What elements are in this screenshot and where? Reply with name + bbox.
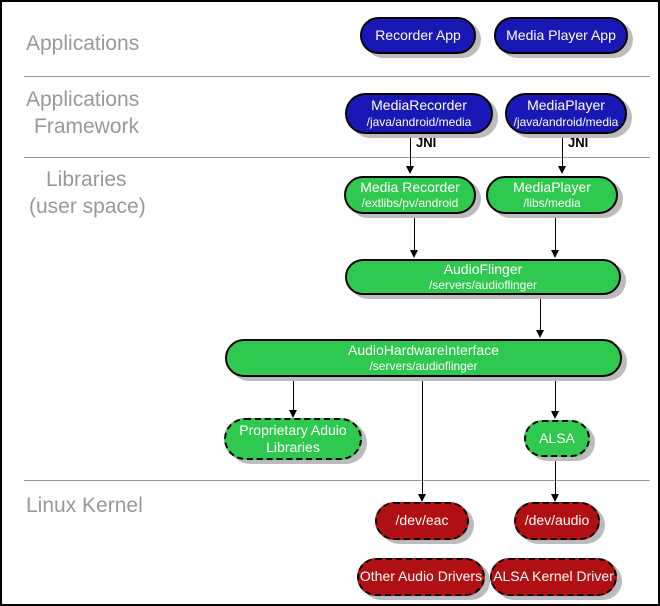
- connector-alsa-devaudio-line: [555, 457, 556, 495]
- node-title: AudioHardwareInterface: [348, 341, 499, 358]
- node-media-recorder-library: Media Recorder /extlibs/pv/android: [344, 176, 476, 214]
- layer-label-line2: (user space): [29, 195, 146, 218]
- connector-mediaplayer-audioflinger-line: [555, 214, 556, 251]
- node-subtitle: /java/android/media: [366, 114, 472, 129]
- arrowhead-icon: [551, 250, 559, 258]
- node-audio-hardware-interface: AudioHardwareInterface /servers/audiofli…: [225, 339, 622, 377]
- node-subtitle: /java/android/media: [513, 114, 619, 129]
- node-mediaplayer-framework: MediaPlayer /java/android/media: [505, 93, 627, 134]
- node-title: AudioFlinger: [443, 260, 523, 277]
- node-media-player-app: Media Player App: [494, 17, 628, 54]
- connector-audioflinger-ahi-line: [540, 295, 541, 332]
- connector-mediarecorder-jni-line: [410, 134, 411, 167]
- node-other-audio-drivers: Other Audio Drivers: [357, 558, 485, 596]
- layer-label-applications: Applications: [26, 32, 140, 55]
- connector-ahi-proprietary-line: [293, 377, 294, 412]
- arrowhead-icon: [289, 410, 297, 418]
- node-title: Media Player App: [506, 26, 616, 43]
- layer-label-line1: Libraries: [46, 168, 127, 191]
- layer-label-line2: Framework: [34, 115, 140, 138]
- arrowhead-icon: [558, 166, 566, 174]
- divider-kernel: [24, 480, 650, 481]
- arrowhead-icon: [418, 494, 426, 502]
- node-title: MediaRecorder: [371, 97, 467, 114]
- node-proprietary-audio-libraries: Proprietary Aduio Libraries: [224, 418, 362, 460]
- arrowhead-icon: [536, 330, 544, 338]
- connector-ahi-alsa-line: [555, 377, 556, 413]
- node-title: ALSA Kernel Driver: [493, 568, 614, 585]
- node-subtitle: /servers/audioflinger: [428, 278, 538, 293]
- node-title: Proprietary Aduio: [239, 421, 347, 438]
- layer-label-line1: Applications: [26, 88, 140, 111]
- layer-label-linux-kernel: Linux Kernel: [26, 494, 143, 517]
- connector-mediarecorder-audioflinger-line: [414, 214, 415, 251]
- arrowhead-icon: [551, 411, 559, 419]
- jni-label-right: JNI: [568, 135, 589, 150]
- node-title: /dev/eac: [395, 512, 449, 529]
- node-audioflinger: AudioFlinger /servers/audioflinger: [345, 259, 621, 295]
- node-dev-eac: /dev/eac: [375, 502, 469, 540]
- layer-label-libraries: Libraries (user space): [29, 166, 146, 220]
- divider-framework: [24, 157, 650, 158]
- node-title: /dev/audio: [524, 512, 590, 529]
- node-mediaplayer-library: MediaPlayer /libs/media: [486, 176, 618, 214]
- node-subtitle: /servers/audioflinger: [369, 359, 478, 374]
- arrowhead-icon: [551, 494, 559, 502]
- node-title: MediaPlayer: [527, 97, 605, 114]
- node-dev-audio: /dev/audio: [514, 502, 600, 540]
- node-title: Media Recorder: [360, 178, 460, 195]
- node-recorder-app: Recorder App: [360, 17, 476, 54]
- node-title: ALSA: [539, 429, 575, 446]
- jni-label-left: JNI: [416, 135, 437, 150]
- divider-applications: [24, 76, 650, 77]
- node-alsa-kernel-driver: ALSA Kernel Driver: [490, 558, 617, 596]
- connector-mediaplayer-jni-line: [562, 134, 563, 167]
- node-subtitle: /extlibs/pv/android: [361, 196, 459, 211]
- node-title-line2: Libraries: [266, 439, 320, 455]
- node-title: Other Audio Drivers: [359, 568, 483, 585]
- node-title: MediaPlayer: [513, 178, 591, 195]
- layer-label-applications-framework: Applications Framework: [26, 86, 139, 140]
- connector-ahi-deveac-line: [422, 377, 423, 495]
- arrowhead-icon: [410, 250, 418, 258]
- node-title: Recorder App: [375, 26, 461, 43]
- node-mediarecorder-framework: MediaRecorder /java/android/media: [345, 93, 493, 134]
- arrowhead-icon: [406, 166, 414, 174]
- node-alsa: ALSA: [524, 420, 590, 457]
- node-subtitle: /libs/media: [523, 196, 581, 211]
